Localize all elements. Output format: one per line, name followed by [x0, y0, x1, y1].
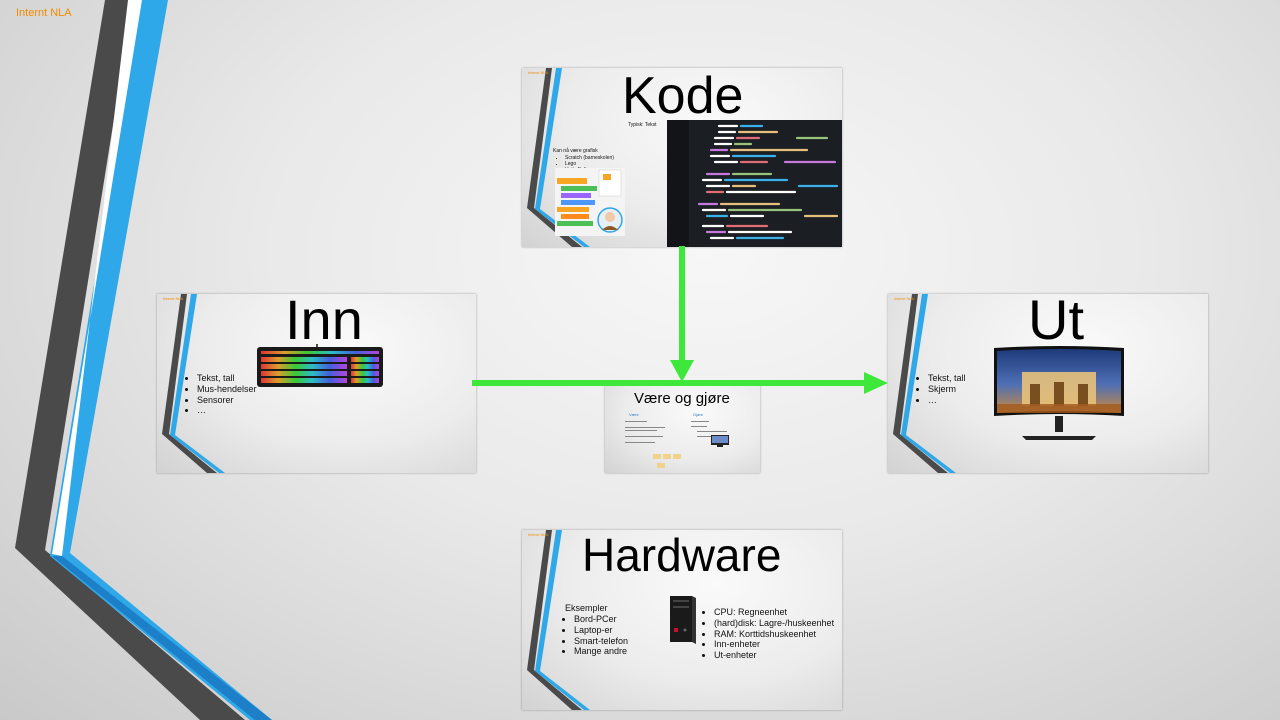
slide-mini-content — [625, 421, 729, 468]
slide-stripes — [527, 530, 590, 710]
list-item: Tekst, tall — [197, 373, 257, 384]
slide-typical-text: Typisk: Tekst — [628, 122, 657, 128]
list-item: Mus-hendelser — [197, 384, 257, 395]
slide-internal-label: Internt NLA — [163, 296, 184, 301]
slide-list: Tekst, tall Mus-hendelser Sensorer … — [188, 373, 257, 416]
list-item: Bord-PCer — [574, 614, 628, 625]
slide-inn[interactable]: Internt NLA Inn Tekst, tall Mus-hendelse… — [157, 294, 476, 473]
column-heading-vaere: Være — [629, 412, 639, 417]
slide-stripes — [527, 68, 590, 247]
slide-internal-label: Internt NLA — [894, 296, 915, 301]
scratch-screenshot — [555, 168, 625, 236]
slide-intro-text: Kan nå være grafisk — [553, 148, 598, 154]
slide-internal-label: Internt NLA — [528, 70, 549, 75]
list-item: Skjerm — [928, 384, 966, 395]
list-item: (hard)disk: Lagre-/huskeenhet — [714, 618, 834, 629]
slide-ut[interactable]: Internt NLA Ut Tekst, tall Skjerm … — [888, 294, 1208, 473]
slide-title: Inn — [285, 294, 363, 351]
list-item: Lego — [565, 161, 614, 167]
slide-title: Hardware — [582, 530, 782, 581]
list-item: Ut-enheter — [714, 650, 834, 661]
list-item: Scratch (barneskolen) — [565, 155, 614, 161]
slide-hardware[interactable]: Internt NLA Hardware Eksempler Bord-PCer… — [522, 530, 842, 710]
column-heading-gjore: Gjøre — [693, 412, 703, 417]
slide-intro-text: Eksempler — [565, 603, 608, 613]
arrow-down-head — [670, 360, 694, 382]
slide-title: Være og gjøre — [634, 390, 730, 407]
arrow-vertical-line — [679, 246, 685, 364]
list-item: Smart-telefon — [574, 636, 628, 647]
slide-list-parts: CPU: Regneenhet (hard)disk: Lagre-/huske… — [705, 607, 834, 661]
slide-stripes — [162, 294, 225, 473]
list-item: RAM: Korttidshuskeenhet — [714, 629, 834, 640]
internal-label: Internt NLA — [16, 7, 72, 19]
list-item: Tekst, tall — [928, 373, 966, 384]
list-item: CPU: Regneenhet — [714, 607, 834, 618]
code-screenshot — [667, 120, 842, 247]
pc-tower-image — [670, 596, 696, 644]
list-item: Laptop-er — [574, 625, 628, 636]
arrow-right-head — [864, 372, 888, 394]
list-item: Sensorer — [197, 395, 257, 406]
slide-kode[interactable]: Internt NLA Kode Typisk: Tekst Kan nå væ… — [522, 68, 842, 247]
slide-list: Tekst, tall Skjerm … — [919, 373, 966, 405]
slide-stripes — [893, 294, 956, 473]
monitor-image — [994, 346, 1124, 440]
list-item: Inn-enheter — [714, 639, 834, 650]
slide-vaere-og-gjore[interactable]: Være og gjøre Være Gjøre — [605, 383, 760, 473]
keyboard-image — [257, 344, 383, 387]
slide-title: Kode — [622, 68, 744, 125]
list-item: Mange andre — [574, 646, 628, 657]
slide-list-examples: Bord-PCer Laptop-er Smart-telefon Mange … — [565, 614, 628, 657]
slide-internal-label: Internt NLA — [528, 532, 549, 537]
slide-title: Ut — [1028, 294, 1084, 351]
list-item: … — [197, 405, 257, 416]
arrow-horizontal-line — [472, 380, 870, 386]
list-item: … — [928, 395, 966, 406]
